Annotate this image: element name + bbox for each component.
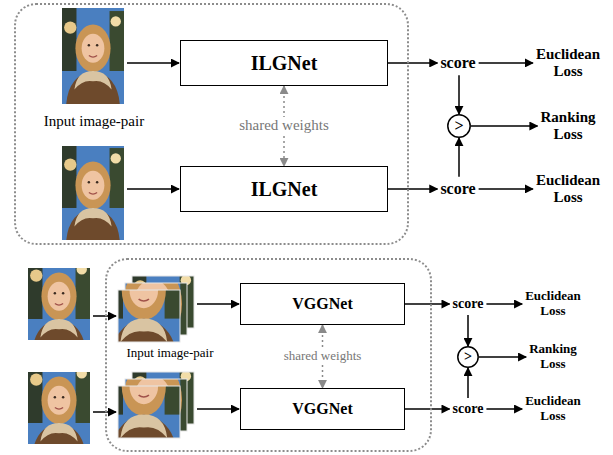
- circle-shape: [458, 347, 478, 367]
- node-text: score: [440, 54, 475, 71]
- node-text: score: [453, 296, 484, 311]
- node-text: score: [440, 180, 475, 197]
- flow-arrow: [458, 138, 460, 177]
- input-arrow: [127, 188, 179, 190]
- network-box: ILGNet: [180, 166, 388, 212]
- portrait-photo: [62, 144, 124, 242]
- flow-arrow: [479, 356, 526, 358]
- score-label: score: [440, 54, 475, 72]
- node-text: Input image-pair: [127, 346, 214, 361]
- circle-shape: [448, 115, 470, 137]
- node-text: ILGNet: [251, 178, 318, 201]
- node-text: >: [464, 349, 472, 365]
- flow-arrow: [479, 188, 533, 190]
- node-text: Euclidean Loss: [536, 46, 600, 79]
- edge-label: shared weights: [281, 349, 365, 364]
- flow-arrow: [479, 62, 533, 64]
- flow-arrow: [486, 408, 522, 410]
- portrait-photo: [62, 7, 124, 105]
- portrait-photo: [28, 359, 90, 455]
- node-text: Ranking Loss: [540, 109, 595, 142]
- loss-label: Euclidean Loss: [525, 289, 581, 319]
- input-arrow: [197, 303, 239, 305]
- score-label: score: [453, 296, 484, 312]
- flow-arrow: [458, 75, 460, 114]
- loss-label: Euclidean Loss: [525, 394, 581, 424]
- flow-arrow: [467, 368, 469, 398]
- dotted-group: Input image-pairILGNetILGNet: [14, 3, 409, 245]
- flow-arrow: [486, 303, 522, 305]
- node-text: Euclidean Loss: [525, 288, 581, 318]
- flow-arrow: [405, 303, 450, 305]
- node-text: score: [453, 401, 484, 416]
- node-text: VGGNet: [292, 400, 352, 418]
- loss-label: Ranking Loss: [540, 109, 595, 144]
- input-arrow: [127, 62, 179, 64]
- network-box: ILGNet: [180, 40, 388, 86]
- node-text: Euclidean Loss: [536, 172, 600, 205]
- network-box: VGGNet: [240, 388, 405, 430]
- input-arrow: [197, 408, 239, 410]
- crop-photo: [105, 238, 183, 362]
- flow-arrow: [388, 188, 437, 190]
- crop-frame: [118, 290, 180, 342]
- crop-frame: [118, 386, 180, 438]
- score-label: score: [440, 180, 475, 198]
- dotted-group: Input image-pairVGGNetVGGNet: [105, 258, 432, 452]
- loss-label: Ranking Loss: [529, 342, 577, 372]
- node-text: ILGNet: [251, 52, 318, 75]
- edge-label: shared weights: [236, 117, 332, 134]
- flow-arrow: [471, 125, 537, 127]
- flow-arrow: [388, 62, 437, 64]
- input-photos: [28, 7, 124, 455]
- node-text: >: [454, 117, 463, 135]
- flow-arrow: [405, 408, 450, 410]
- node-text: Euclidean Loss: [525, 393, 581, 423]
- node-text: Input image-pair: [44, 113, 144, 130]
- portrait-photo: [28, 255, 90, 353]
- loss-label: Euclidean Loss: [536, 46, 600, 81]
- loss-label: Euclidean Loss: [536, 172, 600, 207]
- network-box: VGGNet: [240, 283, 405, 325]
- score-label: score: [453, 401, 484, 417]
- compare-circle: >: [447, 114, 471, 138]
- node-text: Ranking Loss: [529, 341, 577, 371]
- flow-arrow: [467, 315, 469, 346]
- compare-circle: >: [457, 346, 479, 368]
- node-text: VGGNet: [292, 295, 352, 313]
